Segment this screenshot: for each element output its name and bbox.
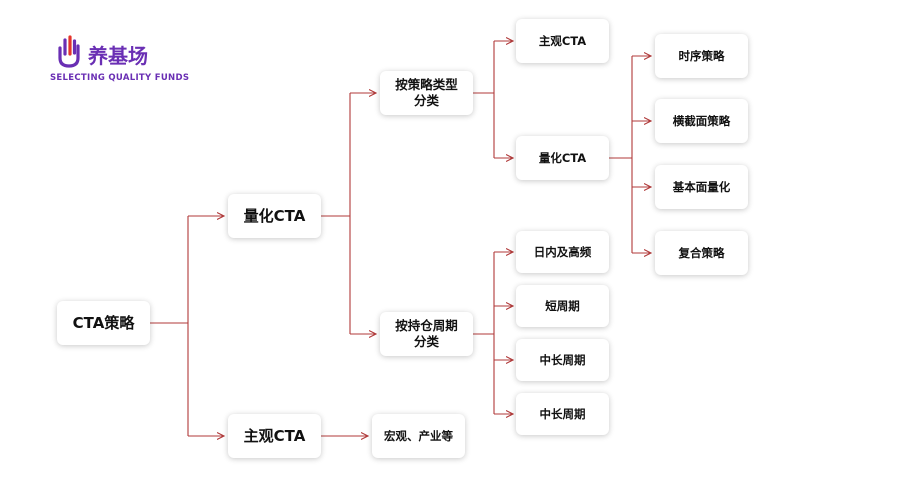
node-timing-strategy: 时序策略 <box>655 34 748 78</box>
node-quant-cta-sub: 量化CTA <box>516 136 609 180</box>
logo-tagline: SELECTING QUALITY FUNDS <box>50 73 190 83</box>
node-intraday-hf: 日内及高频 <box>516 231 609 273</box>
node-label-line1: 按策略类型 <box>395 77 458 93</box>
node-label: 主观CTA <box>538 33 587 48</box>
node-label: 中长周期 <box>539 352 586 367</box>
node-label-line1: 按持仓周期 <box>395 318 458 334</box>
node-label: 日内及高频 <box>533 244 592 259</box>
node-label: 量化CTA <box>243 206 306 225</box>
node-label: 中长周期 <box>539 406 586 421</box>
node-label: 复合策略 <box>678 245 725 260</box>
node-label: 主观CTA <box>243 426 306 445</box>
node-label: 横截面策略 <box>672 113 731 128</box>
node-label-line2: 分类 <box>413 334 439 349</box>
node-label: 短周期 <box>545 298 580 313</box>
node-label: 量化CTA <box>538 150 587 165</box>
node-by-holding-period: 按持仓周期 分类 <box>380 312 473 356</box>
node-short-period: 短周期 <box>516 285 609 327</box>
brand-logo: 养基场 SELECTING QUALITY FUNDS <box>50 32 200 90</box>
node-cta-strategy: CTA策略 <box>57 301 150 345</box>
node-label: 时序策略 <box>678 48 725 63</box>
node-mid-long-period-1: 中长周期 <box>516 339 609 381</box>
node-label: 宏观、产业等 <box>384 428 453 443</box>
node-label-line2: 分类 <box>413 93 439 108</box>
node-by-strategy-type: 按策略类型 分类 <box>380 71 473 115</box>
node-subjective-cta: 主观CTA <box>228 414 321 458</box>
logo-name: 养基场 <box>88 44 148 68</box>
node-subjective-cta-sub: 主观CTA <box>516 19 609 63</box>
hand-logo-icon <box>58 35 80 68</box>
node-composite-strategy: 复合策略 <box>655 231 748 275</box>
node-label: CTA策略 <box>72 313 135 332</box>
node-mid-long-period-2: 中长周期 <box>516 393 609 435</box>
node-fundamental-quant: 基本面量化 <box>655 165 748 209</box>
node-cross-section-strategy: 横截面策略 <box>655 99 748 143</box>
node-label: 基本面量化 <box>672 179 731 194</box>
node-quant-cta: 量化CTA <box>228 194 321 238</box>
node-macro-industry: 宏观、产业等 <box>372 414 465 458</box>
